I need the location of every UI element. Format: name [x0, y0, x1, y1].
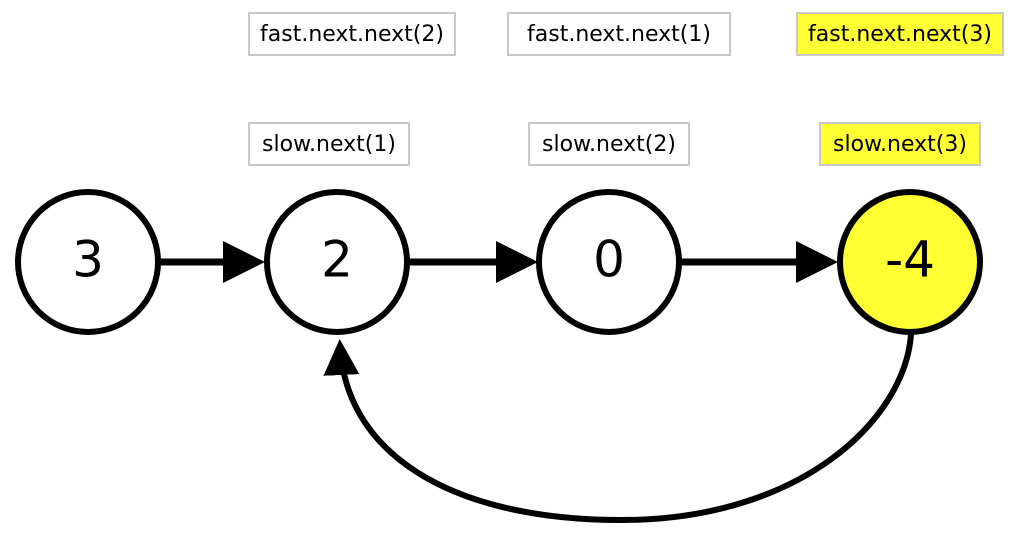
slow-label-2-text: slow.next(2)	[542, 131, 676, 157]
slow-label-2: slow.next(2)	[528, 122, 690, 166]
node-1-value: 3	[72, 231, 104, 289]
fast-label-1-text: fast.next.next(2)	[260, 21, 444, 47]
node-3-value: 0	[593, 231, 625, 289]
node-4-circle	[837, 189, 983, 335]
slow-label-3: slow.next(3)	[819, 122, 981, 166]
node-2-value: 2	[321, 231, 353, 289]
node-4-value: -4	[885, 231, 935, 289]
fast-label-2-text: fast.next.next(1)	[527, 21, 711, 47]
fast-label-3: fast.next.next(3)	[796, 12, 1004, 56]
slow-label-1-text: slow.next(1)	[262, 131, 396, 157]
node-4: -4	[837, 189, 983, 335]
node-1-circle	[15, 189, 161, 335]
slow-label-3-text: slow.next(3)	[833, 131, 967, 157]
node-2-circle	[264, 189, 410, 335]
node-2: 2	[264, 189, 410, 335]
fast-label-1: fast.next.next(2)	[248, 12, 456, 56]
fast-label-2: fast.next.next(1)	[507, 12, 731, 56]
node-1: 3	[15, 189, 161, 335]
edge-cycle-neg4-to-2	[323, 333, 914, 524]
fast-label-3-text: fast.next.next(3)	[808, 21, 992, 47]
slow-label-1: slow.next(1)	[248, 122, 410, 166]
node-3-circle	[536, 189, 682, 335]
node-3: 0	[536, 189, 682, 335]
